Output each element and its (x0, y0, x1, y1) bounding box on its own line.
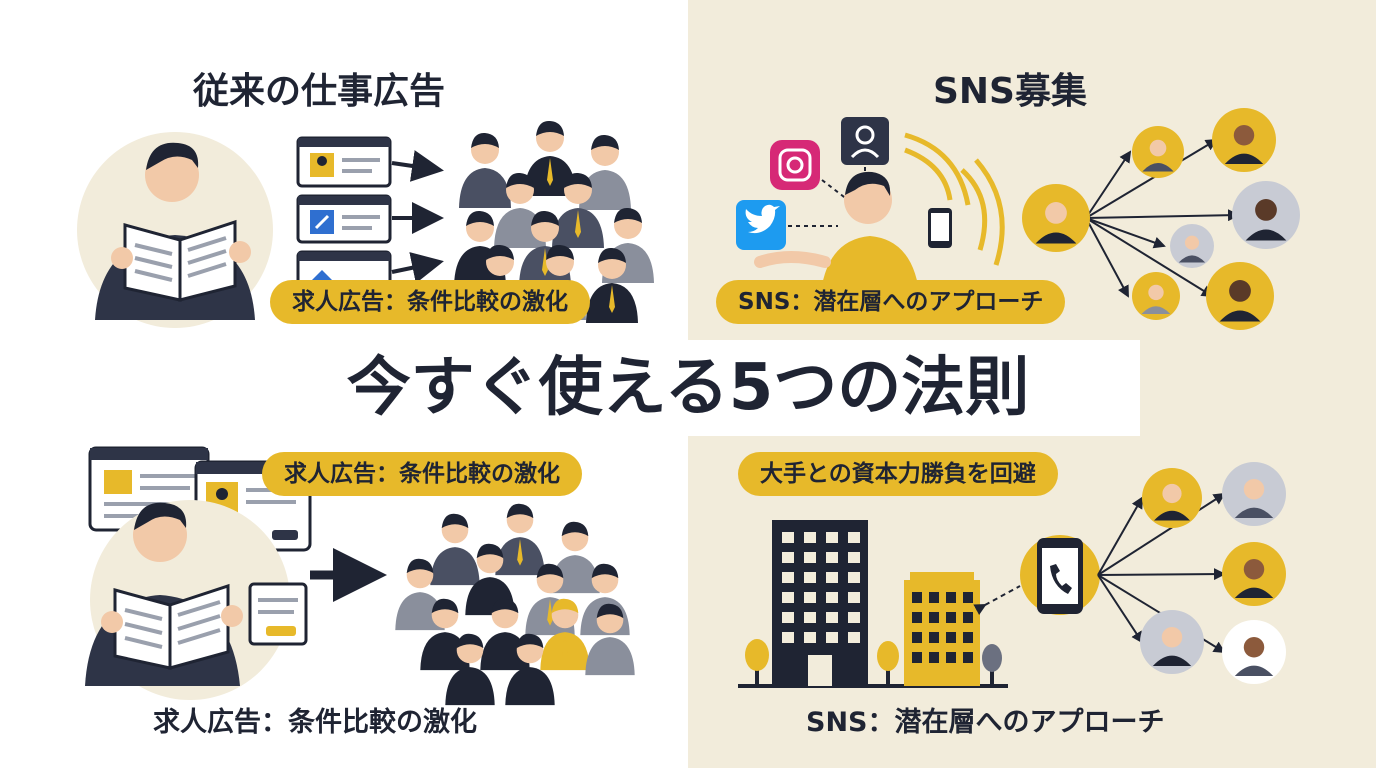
person-figure (505, 633, 555, 706)
main-title: 今すぐ使える5つの法則 (346, 351, 1030, 425)
person-figure (579, 134, 631, 210)
person-figure (395, 558, 445, 631)
heading-sns-recruitment: SNS募集 (933, 71, 1087, 112)
phone-network (1020, 535, 1100, 615)
caption-bottom-right: SNS：潜在層へのアプローチ (806, 707, 1165, 738)
person-figure (586, 247, 638, 323)
newspaper-reader-bottom (85, 500, 387, 700)
pill-top-left: 求人広告：条件比較の激化 (270, 280, 590, 324)
smartphone-icon (928, 208, 952, 248)
contact-icon (841, 117, 889, 165)
newspaper-icon (123, 219, 237, 302)
person-figure (585, 603, 635, 676)
pill-top-right: SNS：潜在層へのアプローチ (716, 280, 1066, 324)
job-ad-windows-top (296, 136, 444, 294)
instagram-icon (770, 140, 820, 190)
sns-recruiter (736, 117, 1005, 300)
person-figure (540, 598, 590, 671)
pill-bottom-left: 求人広告：条件比較の激化 (262, 452, 582, 496)
crowd-bottom (395, 503, 635, 706)
title-banner-background (236, 340, 1140, 436)
caption-bottom-left: 求人広告：条件比較の激化 (153, 707, 477, 738)
person-figure (459, 132, 511, 208)
person-figure (445, 633, 495, 706)
person-figure (524, 120, 576, 196)
twitter-icon (736, 200, 786, 250)
person-figure (552, 172, 604, 248)
building-icon (772, 520, 868, 686)
tree-icon (745, 639, 1002, 686)
person-figure (430, 513, 480, 586)
sns-network (1022, 108, 1300, 330)
phone-icon (1037, 538, 1083, 614)
city-scene (738, 520, 1021, 688)
arrow-icon (391, 150, 444, 182)
person-figure (494, 172, 546, 248)
person-figure (420, 598, 470, 671)
heading-traditional-ads: 従来の仕事広告 (193, 71, 446, 112)
pill-bottom-right: 大手との資本力勝負を回避 (738, 452, 1058, 496)
person-figure (495, 503, 545, 576)
home-icon (310, 270, 334, 282)
person-figure (480, 598, 530, 671)
phone-network-contacts (1097, 462, 1286, 684)
building-icon (904, 572, 980, 686)
newspaper-reader-top (77, 132, 273, 328)
